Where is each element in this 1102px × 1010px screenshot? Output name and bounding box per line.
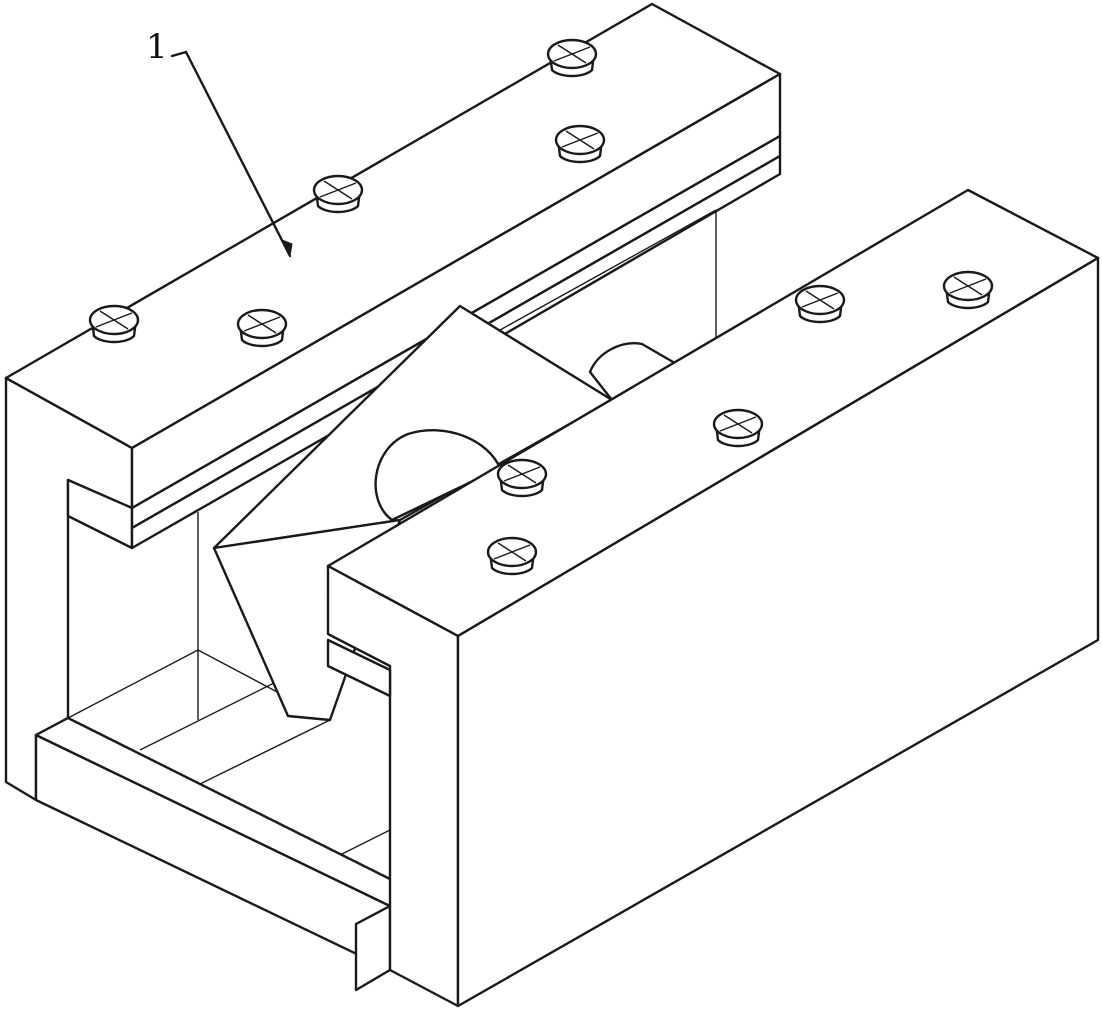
screw-head-icon	[312, 174, 364, 214]
right-block	[326, 188, 1100, 1008]
wedge-hole	[374, 429, 502, 522]
label-1-leader-line	[170, 50, 292, 258]
left-frame	[4, 376, 394, 992]
screw-head-icon	[486, 536, 538, 576]
screw-head-icon	[236, 308, 288, 348]
screw-head-icon	[496, 458, 548, 498]
reference-label-1: 1	[146, 27, 168, 67]
right-block-side-face	[456, 256, 1100, 1008]
screw-head-icon	[794, 284, 846, 324]
screw-head-icon	[712, 408, 764, 448]
label-1-arrowhead	[280, 239, 293, 258]
screw-head-icon	[942, 270, 994, 310]
wedge-cylinder-boss	[588, 342, 682, 402]
screw-head-icon	[554, 124, 606, 164]
screw-head-icon	[546, 38, 598, 78]
screw-group	[88, 38, 994, 576]
right-block-notch	[326, 638, 392, 698]
screw-head-icon	[88, 304, 140, 344]
